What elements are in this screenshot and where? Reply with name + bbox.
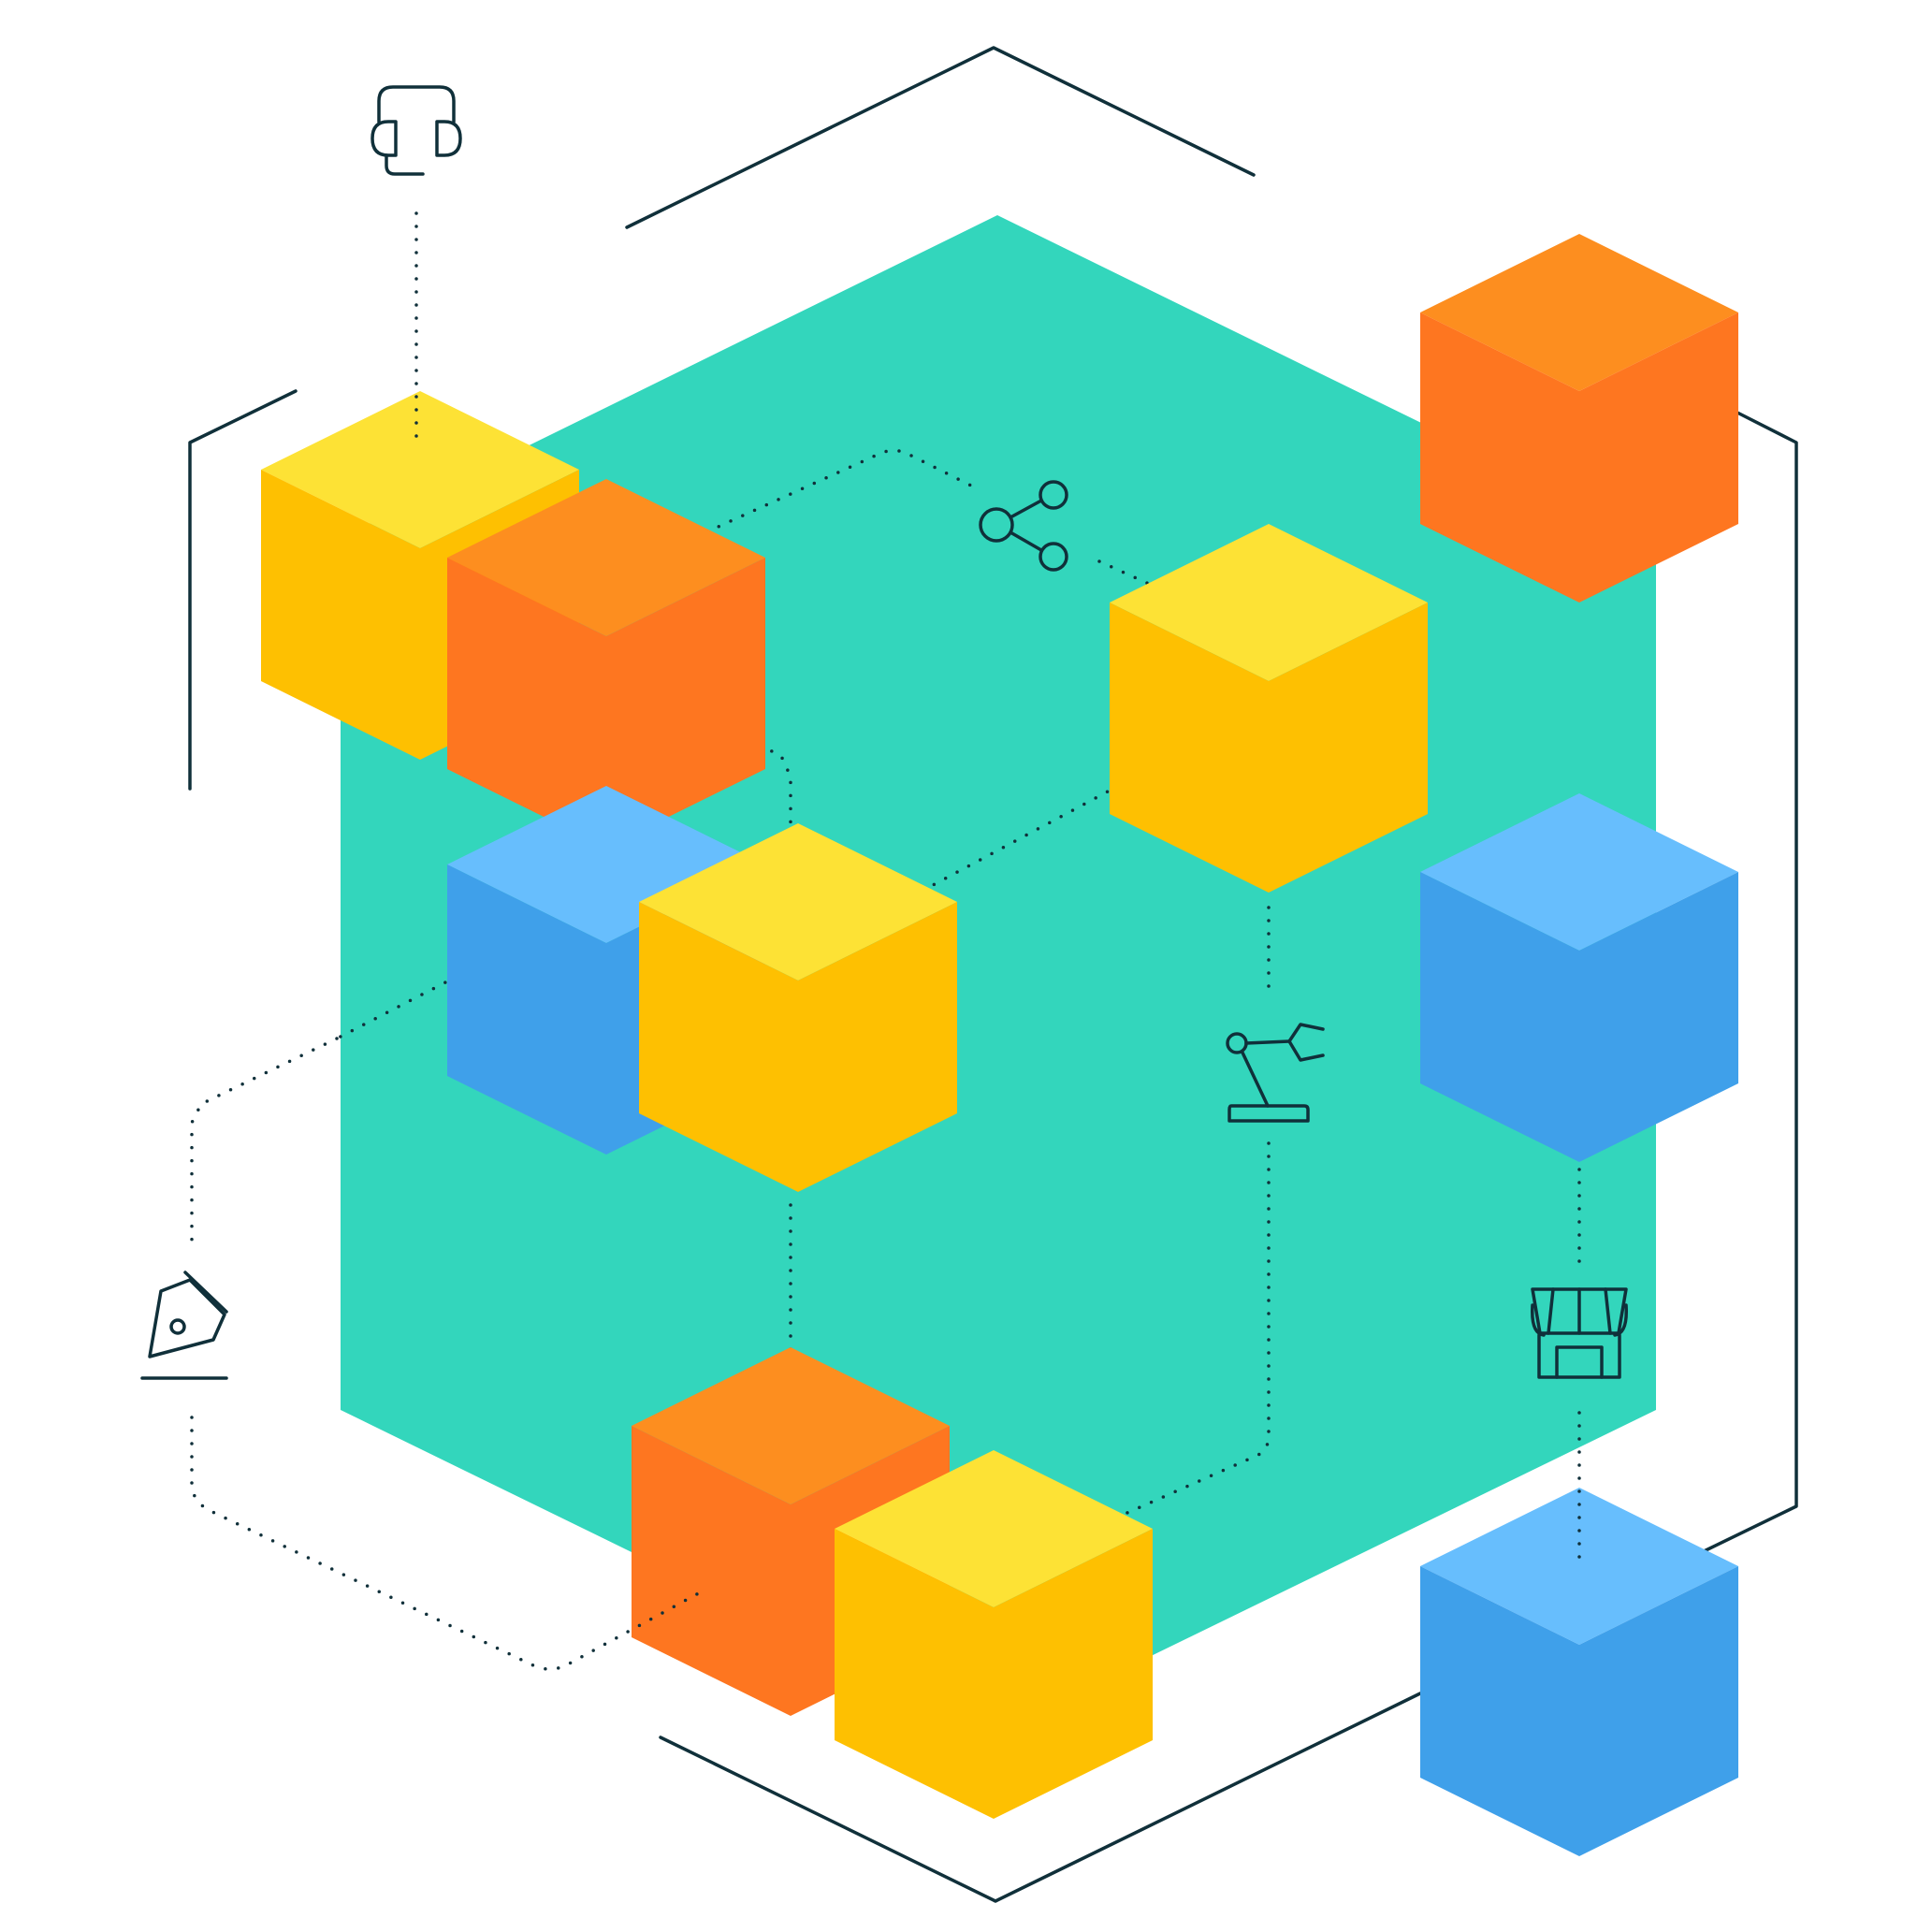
cube-right-face (1579, 312, 1738, 603)
storefront-icon (1531, 1287, 1628, 1379)
headset-icon (370, 85, 462, 176)
yellow-cube (639, 823, 957, 1192)
cube-left-face (447, 864, 606, 1155)
cube-right-face (606, 558, 765, 848)
dotted-connectors-front (190, 211, 1581, 1671)
share-icon (979, 480, 1068, 572)
pen-tool-icon (140, 1271, 228, 1380)
yellow-cube (835, 1450, 1153, 1819)
cube-left-face (835, 1529, 994, 1819)
cube-left-face (1420, 312, 1579, 603)
cube-left-face (1420, 1566, 1579, 1856)
cube-right-face (798, 902, 957, 1192)
cube-left-face (261, 470, 420, 760)
cube-left-face (632, 1426, 791, 1716)
cube-right-face (1269, 603, 1428, 893)
robot-arm-icon (1226, 1023, 1325, 1123)
blue-cube (1420, 1488, 1738, 1856)
cube-left-face (1110, 603, 1269, 893)
orange-cube (1420, 234, 1738, 603)
blue-cube (1420, 793, 1738, 1162)
cube-right-face (1579, 872, 1738, 1162)
cube-left-face (639, 902, 798, 1192)
cube-right-face (1579, 1566, 1738, 1856)
cube-left-face (1420, 872, 1579, 1162)
outer-hexagon-outline (188, 46, 1798, 1903)
cube-left-face (447, 558, 606, 848)
yellow-cube (1110, 524, 1428, 893)
cube-right-face (994, 1529, 1153, 1819)
orange-cube (447, 479, 765, 848)
cubes-layer (261, 234, 1738, 1856)
